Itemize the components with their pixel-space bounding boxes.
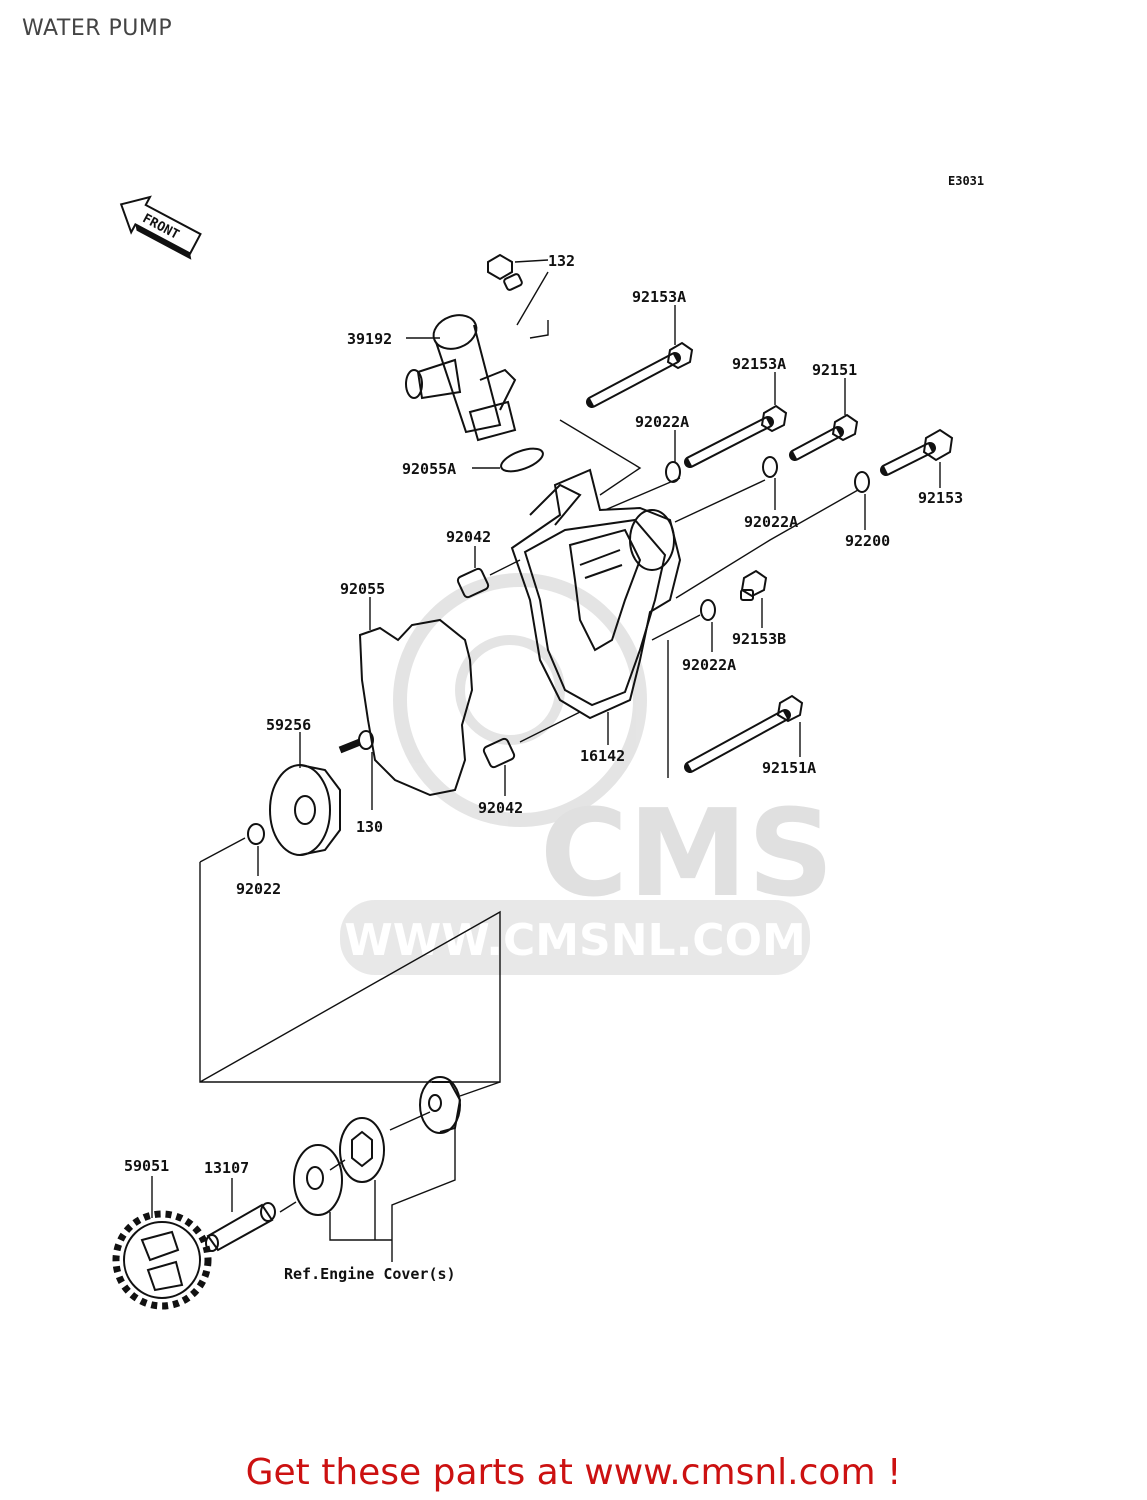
bolt-92153A-top-icon xyxy=(586,341,694,408)
label-59256: 59256 xyxy=(266,716,311,734)
impeller-59256-icon xyxy=(269,764,341,856)
watermark-url: WWW.CMSNL.COM xyxy=(344,915,806,966)
washer-92022A-low-icon xyxy=(700,599,716,621)
label-92200: 92200 xyxy=(845,532,890,550)
label-92153: 92153 xyxy=(918,489,963,507)
bolt-92153-icon xyxy=(880,428,954,476)
label-92022: 92022 xyxy=(236,880,281,898)
dowel-92042-top-icon xyxy=(456,567,490,599)
parts-diagram: CMS WWW.CMSNL.COM E3031 FRONT xyxy=(112,174,984,1310)
label-92042-bot: 92042 xyxy=(478,799,523,817)
diagram-code: E3031 xyxy=(948,174,984,188)
bearing-outer-icon xyxy=(293,1144,343,1216)
label-92151: 92151 xyxy=(812,361,857,379)
label-92153A-mid: 92153A xyxy=(732,355,786,373)
seal-icon xyxy=(419,1076,462,1134)
label-92022A-top: 92022A xyxy=(635,413,689,431)
washer-92022A-right-icon xyxy=(762,456,778,478)
pipe-39192-icon xyxy=(405,314,517,442)
gasket-92055-icon xyxy=(358,618,474,797)
bolt-92153B-icon xyxy=(740,569,768,601)
label-13107: 13107 xyxy=(204,1159,249,1177)
label-92022A-right: 92022A xyxy=(744,513,798,531)
label-92022A-low: 92022A xyxy=(682,656,736,674)
footer-cta-link[interactable]: Get these parts at www.cmsnl.com ! xyxy=(245,1452,902,1493)
label-92153A-top: 92153A xyxy=(632,288,686,306)
shaft-13107-icon xyxy=(205,1202,276,1252)
ref-note: Ref.Engine Cover(s) xyxy=(284,1265,456,1283)
label-92055A: 92055A xyxy=(402,460,456,478)
o-ring-92055A-icon xyxy=(500,447,544,473)
bearing-inner-icon xyxy=(339,1117,385,1183)
bolt-92151-icon xyxy=(789,413,859,461)
bolt-92151A-icon xyxy=(684,694,804,773)
washer-92022A-top-icon xyxy=(665,461,681,483)
pump-cover-16142-icon xyxy=(510,468,682,720)
label-130: 130 xyxy=(356,818,383,836)
watermark: CMS WWW.CMSNL.COM xyxy=(340,573,834,975)
bolt-132-icon xyxy=(487,253,523,291)
gear-59051-icon xyxy=(112,1210,212,1310)
watermark-brand: CMS xyxy=(540,785,834,924)
label-39192: 39192 xyxy=(347,330,392,348)
label-92042-top: 92042 xyxy=(446,528,491,546)
label-132: 132 xyxy=(548,252,575,270)
leader-lines xyxy=(151,259,941,1262)
label-16142: 16142 xyxy=(580,747,625,765)
label-92151A: 92151A xyxy=(762,759,816,777)
washer-92022-icon xyxy=(247,823,265,845)
label-92055: 92055 xyxy=(340,580,385,598)
page-title: WATER PUMP xyxy=(22,16,173,41)
label-92153B: 92153B xyxy=(732,630,786,648)
washer-92200-icon xyxy=(854,471,870,493)
label-59051: 59051 xyxy=(124,1157,169,1175)
dowel-92042-bot-icon xyxy=(482,737,516,769)
bolt-92153A-mid-icon xyxy=(684,404,788,468)
bolt-130-icon xyxy=(338,730,374,754)
front-arrow-icon: FRONT xyxy=(119,195,202,260)
